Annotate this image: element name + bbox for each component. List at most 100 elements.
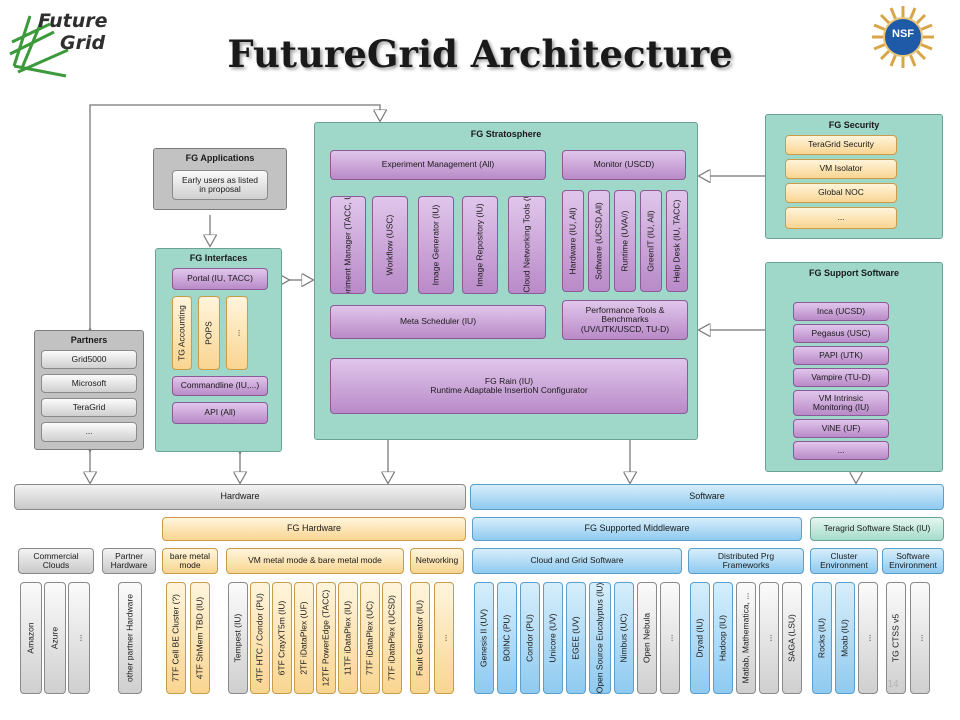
interfaces-portal: Portal (IU, TACC) (172, 268, 268, 290)
logo-text-future: Future (38, 10, 108, 32)
sw-boinc: BOINC (PU) (497, 582, 517, 694)
networking-header: Networking (410, 548, 464, 574)
page-number: 14 (887, 679, 899, 690)
futuregrid-logo: Future Grid (8, 6, 128, 78)
monitor-hardware: Hardware (IU, All) (562, 190, 584, 292)
hw-poweredge: 12TF PowerEdge (TACC) (316, 582, 336, 694)
tool-experiment-manager: Experiment Manager (TACC, USC) (330, 196, 366, 294)
hw-idataplex-uf: 2TF iDataPlex (UF) (294, 582, 314, 694)
fg-rain-title: FG Rain (IU) (484, 375, 534, 386)
commercial-more: ... (68, 582, 90, 694)
sw-eucalyptus: Open Source Eucalyptus (IU) (589, 582, 611, 694)
hw-networking-more: ... (434, 582, 454, 694)
support-vine: ViNE (UF) (793, 419, 889, 438)
security-title: FG Security (828, 120, 880, 130)
partner-other-hardware: other partner Hardware (118, 582, 142, 694)
experiment-management: Experiment Management (All) (330, 150, 546, 180)
vm-mode-header: VM metal mode & bare metal mode (226, 548, 404, 574)
partners-title: Partners (70, 335, 108, 345)
cloud-grid-software-header: Cloud and Grid Software (472, 548, 682, 574)
hw-idataplex-ucsd: 7TF iDataPlex (UCSD) (382, 582, 402, 694)
sw-matlab-mathematica: Matlab, Mathematica, ... (736, 582, 756, 694)
nsf-logo: NSF (870, 4, 936, 70)
sw-hadoop: Hadoop (IU) (713, 582, 733, 694)
security-global-noc: Global NOC (785, 183, 897, 203)
security-vm-isolator: VM Isolator (785, 159, 897, 179)
hw-fault-generator: Fault Generator (IU) (410, 582, 430, 694)
interfaces-pops: POPS (198, 296, 220, 370)
sw-condor: Condor (PU) (520, 582, 540, 694)
hw-idataplex-uc: 7TF iDataPlex (UC) (360, 582, 380, 694)
interfaces-api: API (All) (172, 402, 268, 424)
interfaces-tg-accounting: TG Accounting (172, 296, 192, 370)
sw-unicore: Unicore (UV) (543, 582, 563, 694)
tool-image-repository: Image Repository (IU) (462, 196, 498, 294)
hw-shmem: 4TF ShMem TBD (IU) (190, 582, 210, 694)
meta-scheduler: Meta Scheduler (IU) (330, 305, 546, 339)
support-vm-intrinsic: VM Intrinsic Monitoring (IU) (793, 390, 889, 416)
fg-rain-subtitle: Runtime Adaptable InsertioN Configurator (430, 385, 588, 395)
partner-teragrid: TeraGrid (41, 398, 137, 417)
interfaces-more: ... (226, 296, 248, 370)
teragrid-software-stack: Teragrid Software Stack (IU) (810, 517, 944, 541)
hw-crayxt5m: 6TF CrayXT5m (IU) (272, 582, 292, 694)
support-papi: PAPI (UTK) (793, 346, 889, 365)
sw-open-nebula: Open Nebula (637, 582, 657, 694)
sw-nimbus: Nimbus (UC) (614, 582, 634, 694)
support-inca: Inca (UCSD) (793, 302, 889, 321)
bare-metal-mode-header: bare metal mode (162, 548, 218, 574)
sw-genesis-ii: Genesis II (UV) (474, 582, 494, 694)
grid-mesh-icon (9, 15, 69, 78)
monitor-help-desk: Help Desk (IU, TACC) (666, 190, 688, 292)
sw-cloud-more: ... (660, 582, 680, 694)
sw-cluster-more: ... (858, 582, 878, 694)
monitor-software: Software (UCSD,All) (588, 190, 610, 292)
support-vampire: Vampire (TU-D) (793, 368, 889, 387)
nsf-seal-icon (872, 6, 934, 68)
applications-title: FG Applications (185, 153, 255, 163)
tool-image-generator: Image Generator (IU) (418, 196, 454, 294)
monitor: Monitor (USCD) (562, 150, 686, 180)
sw-saga: SAGA (LSU) (782, 582, 802, 694)
support-pegasus: Pegasus (USC) (793, 324, 889, 343)
monitor-greenit: GreenIT (IU, All) (640, 190, 662, 292)
support-software-title: FG Support Software (809, 268, 899, 278)
security-more: ... (785, 207, 897, 229)
tool-multicloud-networking: MultiCloud Networking Tools (UFL) (508, 196, 546, 294)
commercial-azure: Azure (44, 582, 66, 694)
hw-idataplex-iu: 11TF iDataPlex (IU) (338, 582, 358, 694)
sw-moab: Moab (IU) (835, 582, 855, 694)
partner-hardware-header: Partner Hardware (102, 548, 156, 574)
fg-supported-middleware: FG Supported Middleware (472, 517, 802, 541)
performance-tools: Performance Tools & Benchmarks (UV/UTK/U… (562, 300, 688, 340)
cluster-environment-header: Cluster Environment (810, 548, 878, 574)
interfaces-commandline: Commandline (IU,...) (172, 376, 268, 396)
support-more: ... (793, 441, 889, 460)
sw-rocks: Rocks (IU) (812, 582, 832, 694)
page-title: FutureGrid Architecture (227, 32, 733, 76)
tool-workflow: Workflow (USC) (372, 196, 408, 294)
security-teragrid: TeraGrid Security (785, 135, 897, 155)
interfaces-title: FG Interfaces (189, 253, 248, 263)
software-environment-header: Software Environment (882, 548, 944, 574)
sw-env-more: ... (910, 582, 930, 694)
fg-hardware-bar: FG Hardware (162, 517, 466, 541)
partner-more: ... (41, 422, 137, 442)
hardware-bar: Hardware (14, 484, 466, 510)
partner-microsoft: Microsoft (41, 374, 137, 393)
software-bar: Software (470, 484, 944, 510)
sw-tg-ctss: TG CTSS v5 (886, 582, 906, 694)
fg-rain: FG Rain (IU) Runtime Adaptable InsertioN… (330, 358, 688, 414)
stratosphere-title: FG Stratosphere (470, 129, 542, 139)
monitor-runtime: Runtime (UVA//) (614, 190, 636, 292)
distributed-frameworks-header: Distributed Prg Frameworks (688, 548, 804, 574)
sw-distributed-more: ... (759, 582, 779, 694)
sw-dryad: Dryad (IU) (690, 582, 710, 694)
nsf-logo-text: NSF (892, 28, 914, 40)
logo-text-grid: Grid (60, 32, 106, 54)
hw-htc-condor: 4TF HTC / Condor (PU) (250, 582, 270, 694)
hw-tempest: Tempest (IU) (228, 582, 248, 694)
commercial-clouds-header: Commercial Clouds (18, 548, 94, 574)
hw-cell-be-cluster: 7TF Cell BE Cluster (?) (166, 582, 186, 694)
